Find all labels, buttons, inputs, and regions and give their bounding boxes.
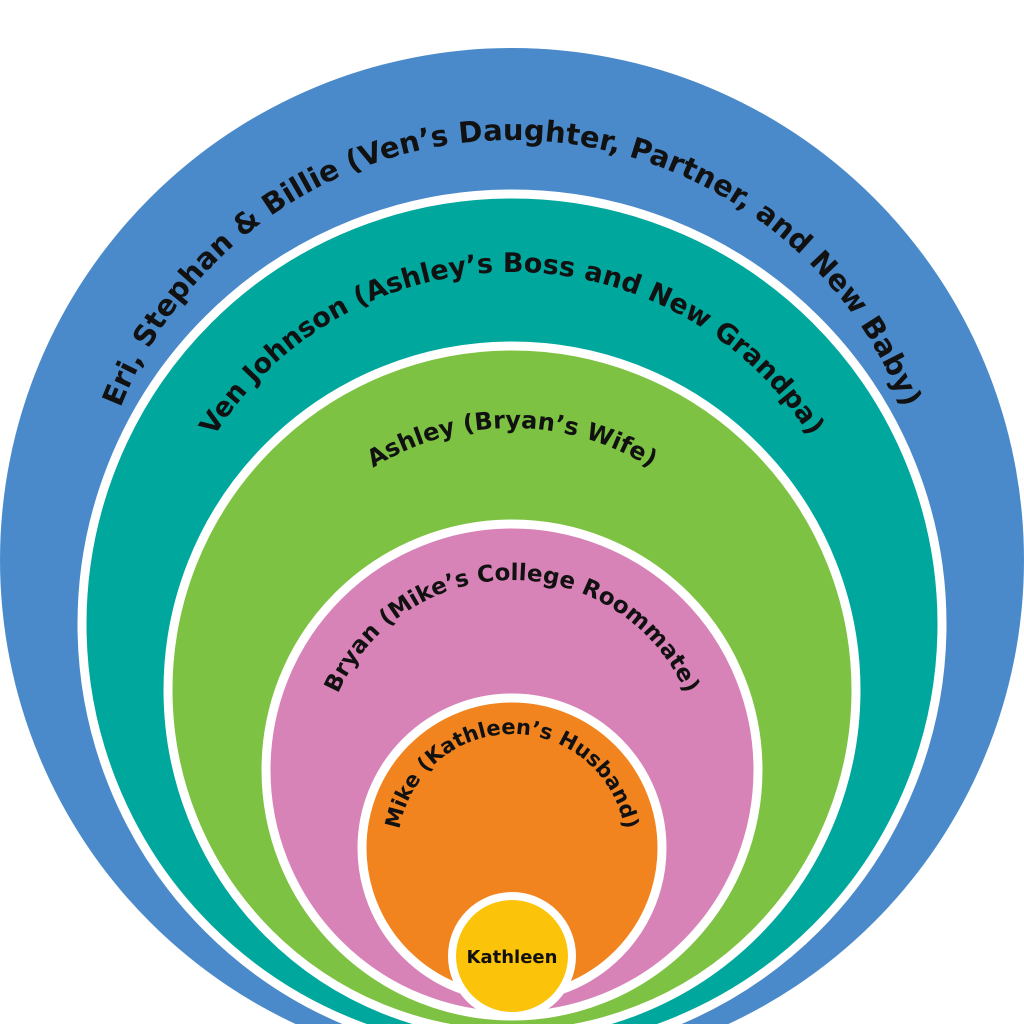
center-kathleen-shape (448, 892, 576, 1020)
center-kathleen: Kathleen (448, 892, 576, 1020)
ring-mike: Mike (Kathleen’s Husband) (357, 693, 667, 1003)
center-kathleen-label: Kathleen (467, 947, 558, 968)
